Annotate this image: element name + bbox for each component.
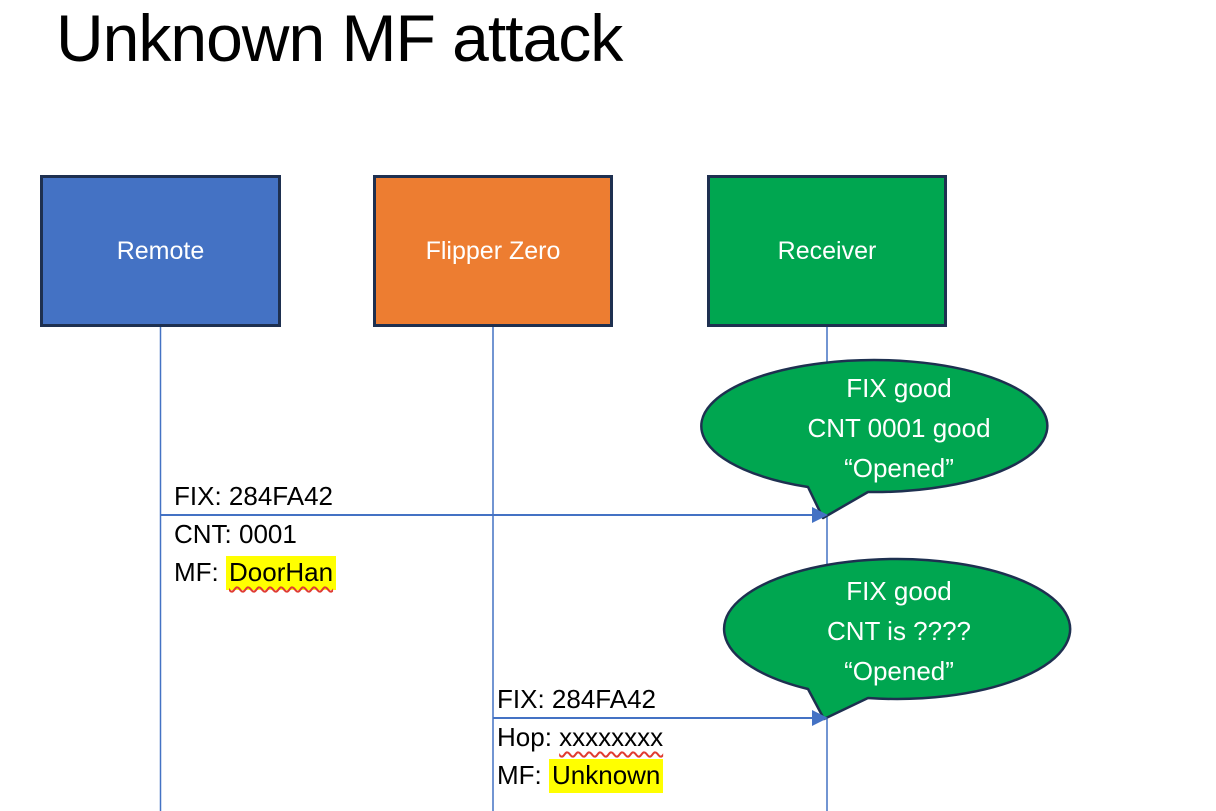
actor-box-receiver: Receiver: [707, 175, 947, 327]
actor-box-flipper-zero: Flipper Zero: [373, 175, 613, 327]
callout-bubble-1-shape: [700, 358, 1049, 520]
message-2-line-mf: MF: Unknown: [497, 756, 664, 794]
message-1-label: FIX: 284FA42 CNT: 0001 MF: DoorHan: [174, 477, 337, 591]
message-2-hop-value-squiggle: xxxxxxxx: [559, 722, 664, 752]
message-arrow-1-head: [812, 507, 828, 523]
message-2-label: FIX: 284FA42 Hop: xxxxxxxx MF: Unknown: [497, 680, 664, 794]
callout-1-line-2: CNT 0001 good: [807, 413, 991, 443]
message-2-mf-value-highlighted: Unknown: [549, 759, 664, 793]
message-2-hop-prefix: Hop:: [497, 722, 560, 752]
message-2-line-hop: Hop: xxxxxxxx: [497, 718, 663, 756]
callout-2-line-3: “Opened”: [844, 656, 954, 686]
message-1-mf-value-highlighted: DoorHan: [226, 556, 337, 590]
message-1-line-mf: MF: DoorHan: [174, 553, 337, 591]
callout-bubble-2-shape: [722, 557, 1072, 721]
message-1-line-fix: FIX: 284FA42: [174, 481, 333, 511]
actor-label-remote: Remote: [116, 236, 205, 265]
callout-2-text: FIX good CNT is ???? “Opened”: [726, 571, 1072, 691]
callout-2-line-2: CNT is ????: [826, 616, 972, 646]
message-2-line-fix: FIX: 284FA42: [497, 684, 656, 714]
callout-1-line-1: FIX good: [846, 373, 952, 403]
actor-box-remote: Remote: [40, 175, 281, 327]
message-1-line-cnt: CNT: 0001: [174, 519, 297, 549]
actor-label-receiver: Receiver: [777, 236, 877, 265]
message-2-mf-prefix: MF:: [497, 760, 549, 790]
callout-2-line-1: FIX good: [846, 576, 952, 606]
callout-1-text: FIX good CNT 0001 good “Opened”: [726, 368, 1072, 488]
message-arrow-2-head: [812, 710, 828, 726]
callout-1-line-3: “Opened”: [844, 453, 954, 483]
message-1-mf-prefix: MF:: [174, 557, 226, 587]
slide-title: Unknown MF attack: [56, 1, 623, 75]
actor-label-flipper-zero: Flipper Zero: [425, 236, 561, 265]
